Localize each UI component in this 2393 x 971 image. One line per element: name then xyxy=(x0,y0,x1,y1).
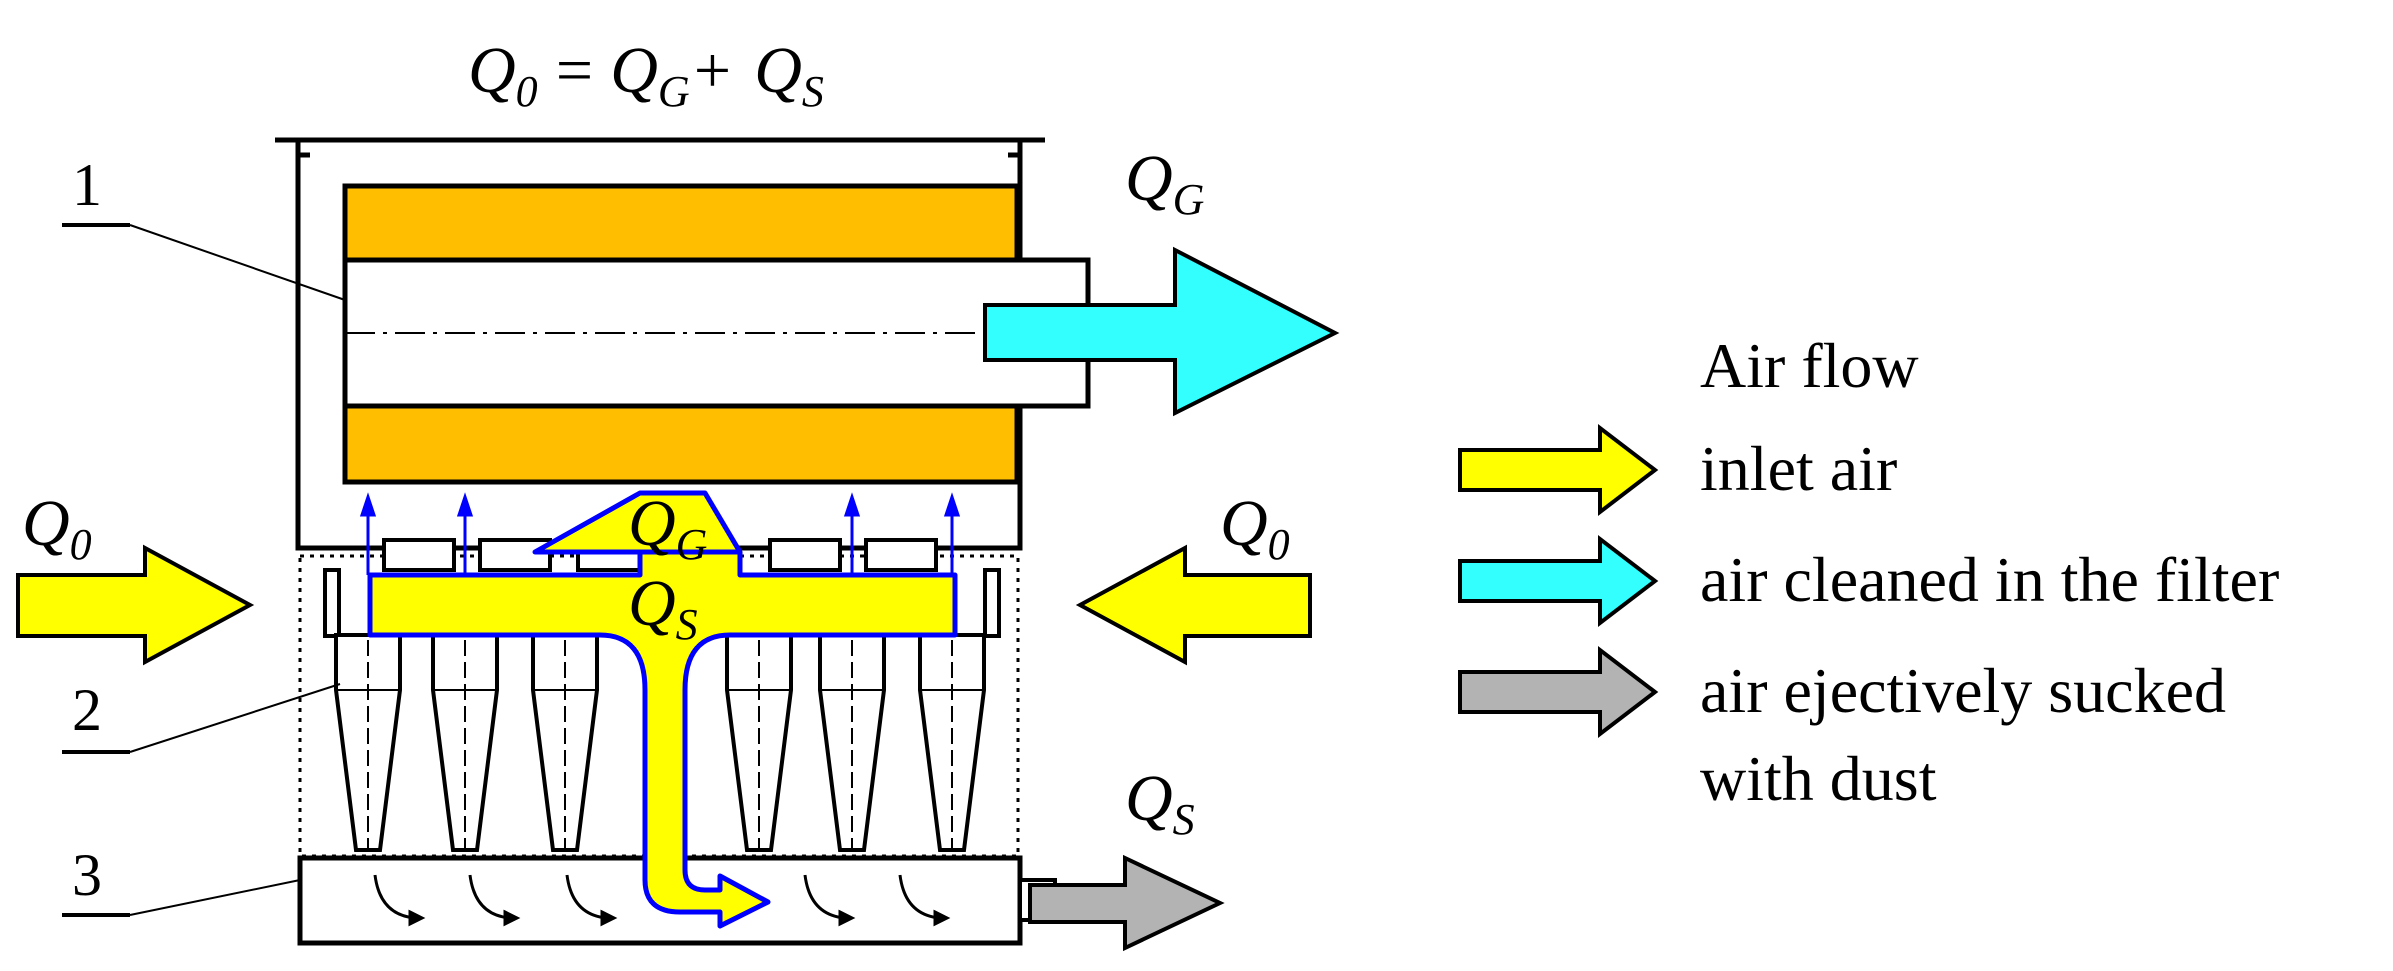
small-up-arrow xyxy=(843,492,861,575)
cyclone-section xyxy=(298,492,1020,858)
legend-inlet-arrow xyxy=(1458,423,1659,517)
legend-dust-label: air ejectively sucked xyxy=(1700,655,2226,726)
legend-dust-arrow xyxy=(1458,645,1659,739)
cyclone-tube xyxy=(818,633,886,852)
inlet-flow-path xyxy=(367,490,958,929)
qg-outlet-label: QG xyxy=(1125,142,1204,224)
qs-outlet-label: QS xyxy=(1125,762,1195,844)
dust-swirl-head xyxy=(838,909,856,927)
legend-inlet-label: inlet air xyxy=(1700,433,1897,504)
filter-element xyxy=(342,183,1091,485)
dust-swirl-head xyxy=(933,909,951,927)
cleaned-air-arrow xyxy=(983,246,1340,417)
svg-text:3: 3 xyxy=(72,842,102,908)
inlet-arrow-left xyxy=(16,544,255,666)
legend-cleaned-label: air cleaned in the filter xyxy=(1700,544,2279,615)
cyclone-tube xyxy=(431,633,499,852)
small-up-arrow xyxy=(943,492,961,575)
qs-inner-label: QS xyxy=(628,567,698,649)
svg-text:1: 1 xyxy=(72,152,102,218)
legend-title: Air flow xyxy=(1700,330,1919,401)
cyclone-tube xyxy=(918,633,986,852)
legend-cleaned-arrow xyxy=(1458,534,1659,628)
small-up-arrow xyxy=(359,492,377,575)
legend-dust-label-2: with dust xyxy=(1700,743,1937,814)
dust-swirl-head xyxy=(600,909,618,927)
cyclone-tube xyxy=(334,633,402,852)
q0-right-label: Q0 xyxy=(1220,487,1290,569)
legend: Air flow inlet air air cleaned in the fi… xyxy=(1458,330,2279,814)
cyclone-tube xyxy=(725,633,793,852)
svg-text:2: 2 xyxy=(72,677,102,743)
dust-air-arrow xyxy=(1028,854,1225,952)
q0-left-label: Q0 xyxy=(22,487,92,569)
callout-2: 2 xyxy=(62,677,341,754)
callout-1: 1 xyxy=(62,152,346,301)
equation: Q0=QG+QS xyxy=(468,34,824,116)
qg-inner-label: QG xyxy=(628,487,707,569)
callout-3: 3 xyxy=(62,842,301,917)
dust-swirl-head xyxy=(503,909,521,927)
small-up-arrow xyxy=(456,492,474,575)
dust-swirl-head xyxy=(408,909,426,927)
inlet-arrow-right xyxy=(1075,544,1312,666)
cyclone-tube xyxy=(531,633,599,852)
